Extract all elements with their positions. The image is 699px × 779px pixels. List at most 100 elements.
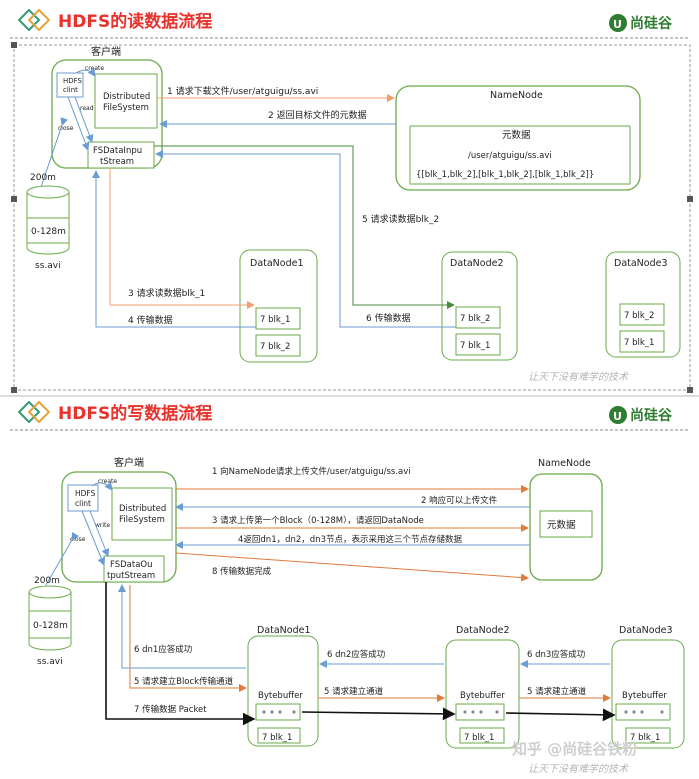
read-dn1-blk1 [255,307,301,330]
write-dn2-label: DataNode2 [456,625,510,636]
read-meta-path: /user/atguigu/ss.avi [468,151,552,161]
write-dn3-bytebuffer: Bytebuffer [622,691,667,701]
read-dn2-blk2-label: 7 blk_2 [460,314,490,324]
read-dn2-blk2 [455,306,501,329]
read-dn3-label: DataNode3 [614,258,668,269]
write-dn3-dot4 [660,710,664,714]
write-create-label: create [98,478,117,485]
write-step5b-label: 5 请求建立通道 [324,686,384,697]
write-dn2-dot3 [479,710,483,714]
read-dn2-box [441,251,518,361]
write-packet-arrow-2 [505,708,616,722]
read-step4-arrow [92,170,256,328]
write-file-name: ss.avi [37,657,63,667]
write-step6a-arrow [118,584,246,669]
write-dn2-dot4 [495,710,499,714]
read-fsin-line2: tStream [100,157,134,167]
write-dn3-dot1 [624,710,628,714]
write-block-range: 0-128m [33,621,68,631]
handle-bl [11,387,17,393]
read-hdfs-client-line2: clint [63,86,78,94]
write-dn2-dot2 [471,710,475,714]
read-meta-title: 元数据 [502,129,531,141]
handle-tl [11,42,17,48]
write-client-label: 客户端 [114,456,144,469]
write-step5a-arrow [129,585,247,692]
write-watermark: 让天下没有难学的技术 [528,763,629,775]
read-section: HDFS的读数据流程 U 尚硅谷 客户端 HDFS clint Distribu… [10,8,693,393]
read-client-label: 客户端 [91,45,121,58]
read-logo-icon [17,8,51,32]
read-dn2-label: DataNode2 [450,258,504,269]
write-close-label: close [70,536,86,543]
write-dn3-blk1-label: 7 blk_1 [630,733,660,743]
write-dn3-dot2 [632,710,636,714]
write-dn3-label: DataNode3 [619,625,673,636]
write-fsout-box [103,555,165,583]
write-fsout-line1: FSDataOu [110,560,153,570]
read-step6-arrow [155,150,456,328]
write-dn1-dot4 [292,710,296,714]
read-step2-label: 2 返回目标文件的元数据 [268,109,367,121]
write-logo-icon [17,400,51,424]
write-dn3-box [611,639,685,749]
write-dn2-dot1 [463,710,467,714]
read-read-arrow [74,96,94,143]
write-file-cylinder-icon [28,585,72,651]
write-create-arrow [91,482,113,491]
write-hdfs-client-box [67,484,99,512]
write-dn1-dot1 [262,710,266,714]
read-dn2-blk1 [455,333,501,356]
write-step5c-label: 5 请求建立通道 [527,686,587,697]
read-dn2-blk1-label: 7 blk_1 [460,341,490,351]
read-step5-label: 5 请求读数据blk_2 [362,213,439,225]
write-step6c-label: 6 dn3应答成功 [527,649,585,660]
read-step3-label: 3 请求读数据blk_1 [128,287,205,299]
write-fsout-line2: tputStream [107,571,155,581]
write-dn2-box [445,639,520,749]
write-dn1-bytebuffer: Bytebuffer [258,691,303,701]
read-fsin-box [87,141,155,169]
read-file-name: ss.avi [35,261,61,271]
write-brand: 尚硅谷 [630,407,673,424]
write-dn1-blk1 [257,727,301,744]
write-meta-label: 元数据 [547,519,576,531]
read-dn3-blk2-label: 7 blk_2 [624,311,654,321]
write-dn1-buffer [255,703,301,721]
read-dn3-blk2 [619,303,665,326]
write-title: HDFS的写数据流程 [58,403,212,424]
read-namenode-label: NameNode [490,90,543,101]
read-meta-box [409,125,631,185]
write-file-link [45,531,79,586]
handle-mr [687,196,693,202]
write-dn1-blk1-label: 7 blk_1 [262,733,292,743]
read-fsin-line1: FSDataInpu [93,146,142,156]
write-step7-label: 7 传输数据 Packet [134,704,207,715]
write-namenode-label: NameNode [538,458,591,469]
read-dn1-blk2-label: 7 blk_2 [260,342,290,352]
write-brand-logo-icon: U [609,406,627,424]
write-write-label: write [95,522,110,529]
write-step2-label: 2 响应可以上传文件 [421,495,498,506]
svg-text:U: U [613,410,622,423]
write-dn2-bytebuffer: Bytebuffer [460,691,505,701]
write-step5a-label: 5 请求建立Block传输通道 [134,676,234,687]
read-title: HDFS的读数据流程 [58,11,212,32]
read-dn3-blk1 [619,330,665,353]
read-hdfs-client-box [56,72,84,98]
write-dn1-dot3 [278,710,282,714]
write-step4-label: 4返回dn1，dn2，dn3节点，表示采用这三个节点存储数据 [238,534,462,545]
read-step4-label: 4 传输数据 [128,314,173,326]
read-dn1-blk1-label: 7 blk_1 [260,315,290,325]
write-step1-label: 1 向NameNode请求上传文件/user/atguigu/ss.avi [212,466,411,477]
write-dfs-line2: FileSystem [119,515,165,525]
zhihu-watermark: 知乎 @尚硅谷铁粉 [512,740,637,758]
read-file-size: 200m [30,173,56,183]
read-brand-logo-icon: U [609,14,627,32]
read-step1-label: 1 请求下载文件/user/atguigu/ss.avi [167,85,318,97]
read-dn1-blk2 [255,334,301,357]
write-step3-label: 3 请求上传第一个Block（0-128M），请返回DataNode [212,515,424,526]
handle-br [687,387,693,393]
write-packet-arrow-1 [301,707,456,721]
read-meta-blocks: {[blk_1,blk_2],[blk_1,blk_2],[blk_1,blk_… [416,170,594,180]
